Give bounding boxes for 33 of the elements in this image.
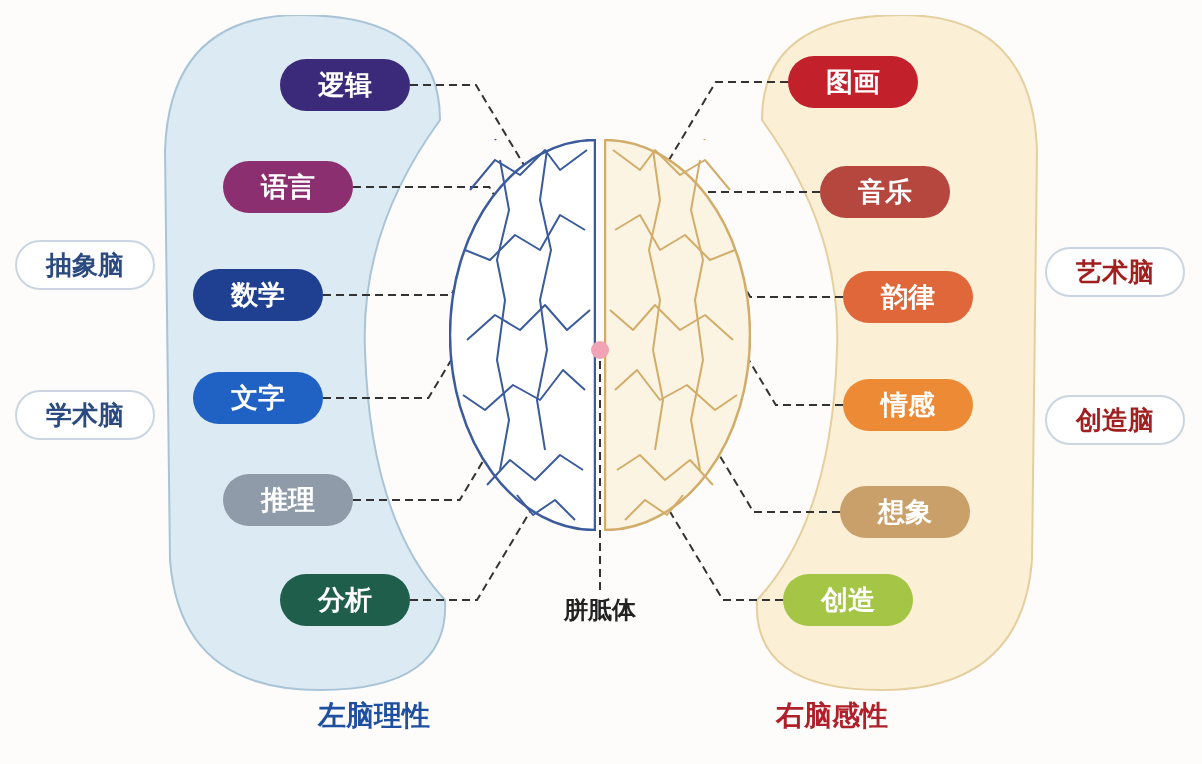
leader-line (352, 459, 485, 501)
brain-type-pill: 创造脑 (1045, 395, 1185, 445)
leader-line (409, 509, 533, 601)
leader-line (322, 359, 453, 399)
trait-pill: 文字 (193, 372, 323, 424)
trait-pill: 推理 (223, 474, 353, 526)
leader-line (667, 509, 784, 601)
band-heading: 右脑感性 (775, 698, 889, 734)
brain-type-pill: 学术脑 (15, 390, 155, 440)
brain-hemisphere-drawing (449, 139, 596, 531)
trait-pill: 韵律 (843, 271, 973, 323)
leader-line (747, 359, 844, 406)
band-heading: 左脑理性 (316, 698, 431, 734)
brain-type-pill: 抽象脑 (15, 240, 155, 290)
leader-line (745, 289, 844, 298)
leader-line (322, 289, 455, 296)
corpus-callosum-dot (590, 340, 610, 360)
leader-line (352, 186, 496, 196)
trait-pill: 数学 (193, 269, 323, 321)
leader-line (718, 454, 841, 513)
trait-pill: 分析 (280, 574, 410, 626)
brain-hemisphere-drawing (604, 139, 751, 531)
trait-pill: 逻辑 (280, 59, 410, 111)
structure-label: 胼胝体 (545, 590, 655, 630)
trait-pill: 图画 (788, 56, 918, 108)
brain-type-pill: 艺术脑 (1045, 247, 1185, 297)
trait-pill: 情感 (843, 379, 973, 431)
trait-pill: 创造 (783, 574, 913, 626)
trait-pill: 语言 (223, 161, 353, 213)
leader-line (409, 84, 525, 166)
trait-pill: 想象 (840, 486, 970, 538)
leader-line (667, 81, 789, 161)
trait-pill: 音乐 (820, 166, 950, 218)
